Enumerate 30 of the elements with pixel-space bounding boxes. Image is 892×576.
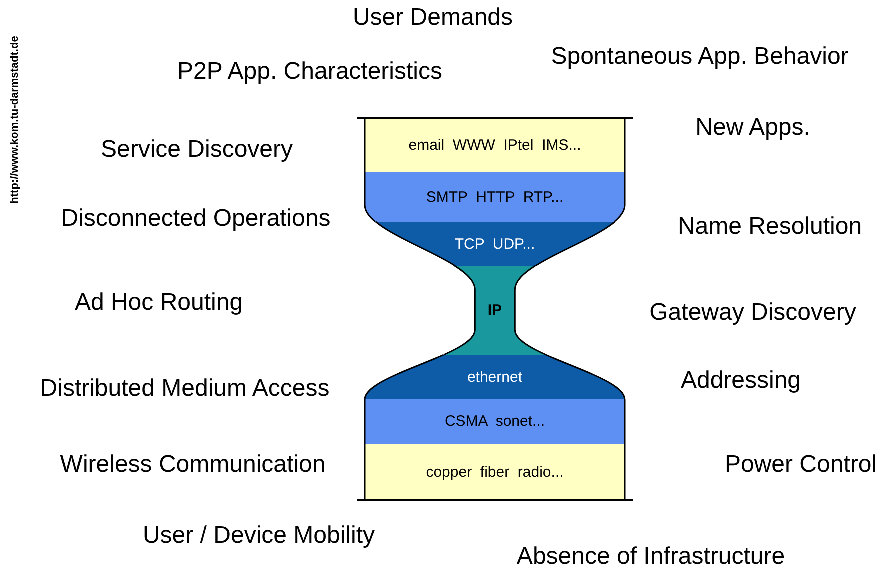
requirement-label: Addressing bbox=[680, 367, 802, 395]
protocol-layer-band bbox=[376, 222, 614, 266]
requirement-label: Disconnected Operations bbox=[61, 205, 331, 233]
protocol-layer-band bbox=[444, 266, 546, 355]
layer-protocols: TCP UDP... bbox=[454, 236, 536, 252]
protocol-layer-band bbox=[365, 118, 625, 172]
layer-protocols: IP bbox=[488, 302, 502, 319]
requirement-label: Spontaneous App. Behavior bbox=[551, 43, 849, 71]
protocol-layer-band bbox=[365, 172, 625, 222]
layer-protocols: CSMA sonet... bbox=[444, 413, 546, 430]
requirement-label: Wireless Communication bbox=[60, 451, 326, 479]
layer-protocols: copper fiber radio... bbox=[426, 464, 564, 480]
layer-protocols: email WWW IPtel IMS... bbox=[408, 136, 582, 154]
requirement-label: Gateway Discovery bbox=[650, 299, 856, 327]
requirement-label: Distributed Medium Access bbox=[40, 375, 330, 403]
source-url: http://www.kom.tu-darmstadt.de bbox=[9, 36, 21, 204]
requirement-label: User Demands bbox=[352, 4, 514, 32]
protocol-layer-band bbox=[365, 444, 625, 500]
requirement-label: User / Device Mobility bbox=[142, 522, 376, 550]
requirement-label: P2P App. Characteristics bbox=[177, 58, 443, 86]
protocol-layer-band bbox=[365, 399, 625, 444]
requirement-label: Absence of Infrastructure bbox=[516, 543, 786, 571]
requirement-label: Service Discovery bbox=[100, 136, 294, 164]
requirement-label: New Apps. bbox=[696, 114, 810, 142]
requirement-label: Ad Hoc Routing bbox=[74, 289, 244, 317]
layer-protocols: SMTP HTTP RTP... bbox=[426, 188, 564, 206]
protocol-layer-band bbox=[365, 355, 625, 399]
requirement-label: Power Control bbox=[724, 451, 878, 479]
layer-protocols: ethernet bbox=[467, 368, 522, 386]
requirement-label: Name Resolution bbox=[678, 213, 862, 241]
